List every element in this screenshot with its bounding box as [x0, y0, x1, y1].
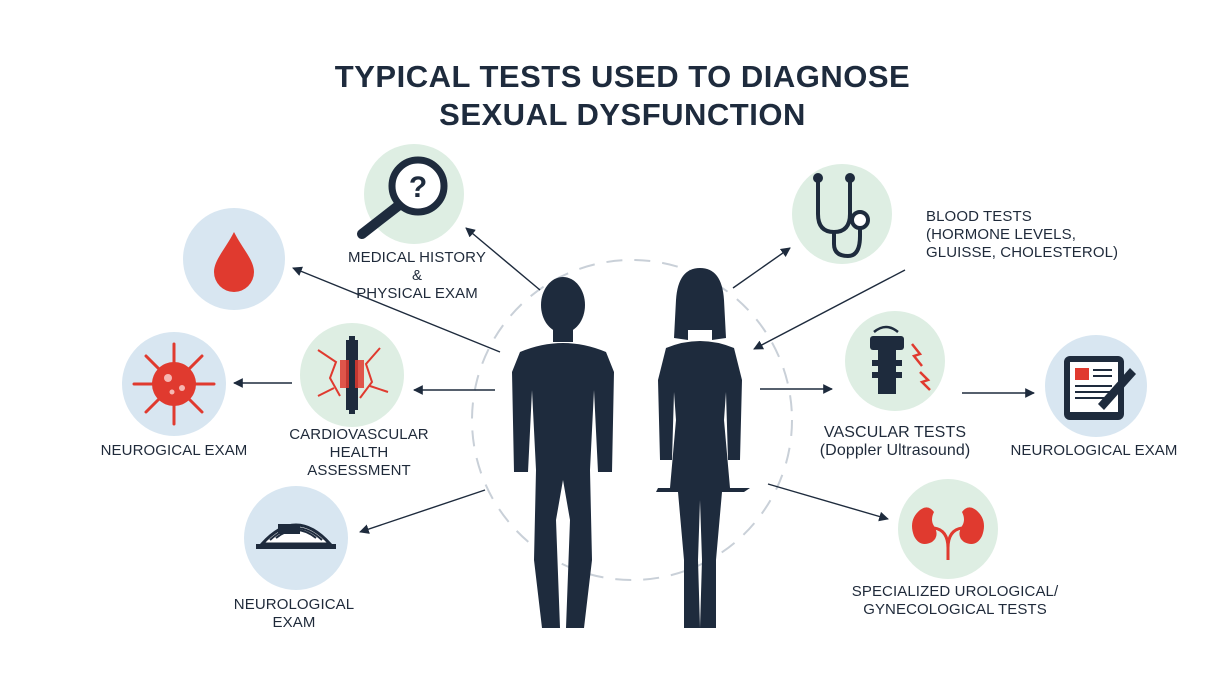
female-silhouette: [656, 268, 750, 628]
arrow-to-stethoscope: [732, 247, 791, 289]
circle-stethoscope: [792, 164, 892, 264]
label-cardio: CARDIOVASCULAR HEALTH ASSESSMENT: [289, 426, 429, 479]
connector-arrows: [233, 227, 1035, 534]
blood-drop-icon: [214, 232, 254, 292]
label-neuro-right: NEUROLOGICAL EXAM: [1010, 442, 1178, 459]
arrow-to-urological: [767, 483, 889, 522]
label-medical-history: MEDICAL HISTORY & PHYSICAL EXAM: [348, 249, 486, 302]
label-blood-tests: BLOOD TESTS (HORMONE LEVELS, GLUISSE, CH…: [926, 208, 1119, 261]
label-urological: SPECIALIZED UROLOGICAL/ GYNECOLOGICAL TE…: [851, 583, 1059, 618]
arrow-to-blood-drop: [292, 266, 501, 353]
arrow-to-body-from-blood-tests: [753, 269, 906, 350]
tablet-report-icon: [1064, 356, 1136, 420]
vessel-icon: [317, 336, 389, 414]
page-title: TYPICAL TESTS USED TO DIAGNOSE SEXUAL DY…: [0, 58, 1222, 134]
magnifier-question-icon: ?: [357, 156, 448, 239]
label-ultrasound-left: NEUROLOGICAL EXAM: [233, 596, 355, 631]
arrow-to-ultrasound-left: [359, 489, 486, 534]
title-line-2: SEXUAL DYSFUNCTION: [439, 97, 806, 132]
arrow-to-medical-history: [465, 227, 541, 291]
stethoscope-icon: [813, 173, 870, 259]
ultrasound-screen-icon: [256, 523, 336, 549]
label-neuro-left: NEUROGICAL EXAM: [100, 442, 248, 459]
label-vascular: VASCULAR TESTS (Doppler Ultrasound): [819, 424, 971, 459]
male-silhouette: [512, 277, 614, 628]
doppler-probe-icon: [870, 325, 931, 394]
title-line-1: TYPICAL TESTS USED TO DIAGNOSE: [334, 59, 911, 94]
nerve-cell-icon: [132, 342, 216, 426]
svg-text:?: ?: [409, 171, 427, 204]
circle-urological: [898, 479, 998, 579]
center-dashed-ring: [471, 259, 793, 581]
kidneys-icon: [912, 507, 984, 560]
